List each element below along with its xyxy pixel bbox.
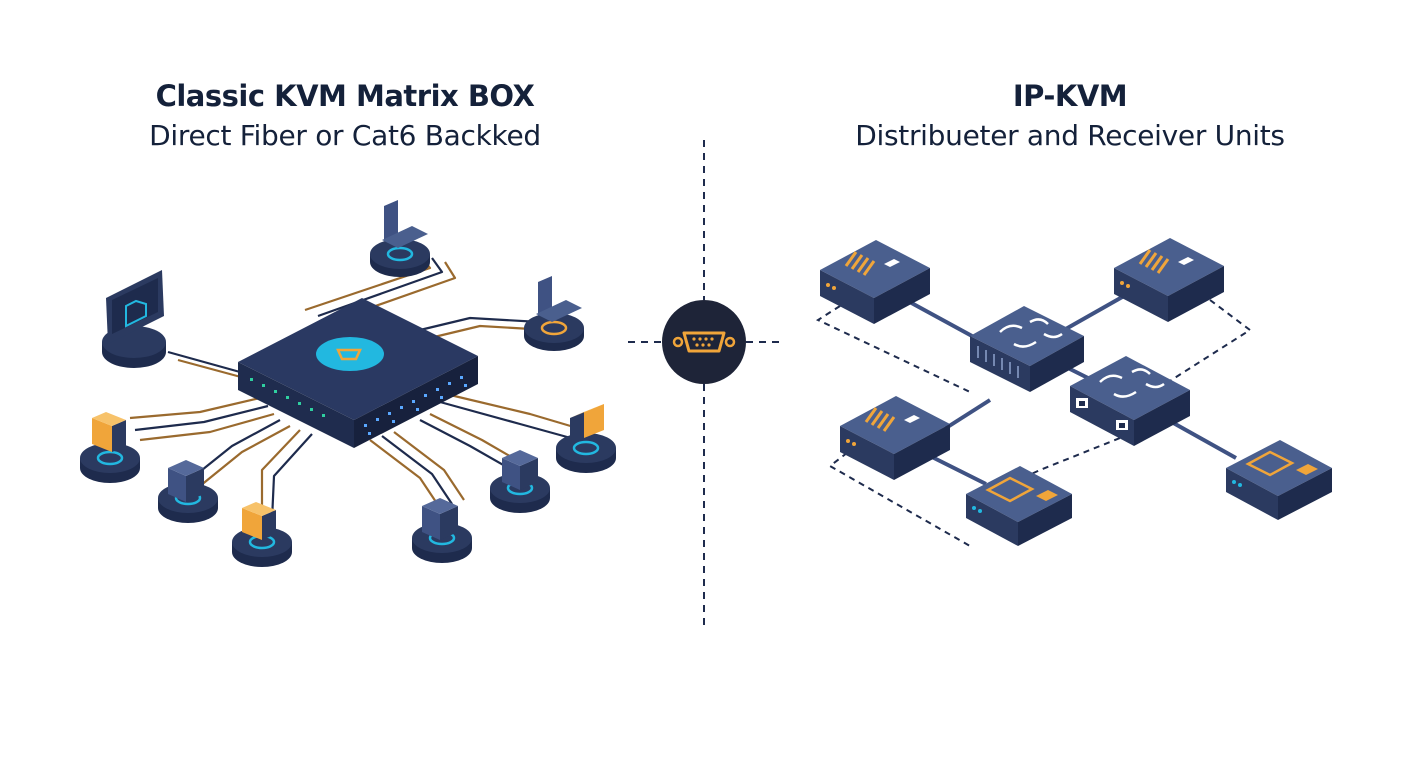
network-switch — [970, 306, 1084, 392]
left-panel-title: Classic KVM Matrix BOX — [155, 79, 535, 113]
center-divider — [628, 140, 780, 628]
monitor-icon — [102, 270, 166, 368]
server-endpoint-icon — [158, 460, 218, 523]
vga-connector-icon — [662, 300, 746, 384]
server-endpoint-icon — [490, 450, 550, 513]
right-panel-title: IP-KVM — [1012, 79, 1128, 113]
orange-endpoint-icon — [556, 404, 616, 473]
distributor-unit — [1114, 238, 1224, 322]
orange-endpoint-icon — [232, 502, 292, 567]
network-switch — [1070, 356, 1190, 446]
receiver-unit — [1226, 440, 1332, 520]
orange-endpoint-icon — [80, 412, 140, 483]
left-panel-heading: Classic KVM Matrix BOX Direct Fiber or C… — [90, 76, 600, 156]
workstation-chair-icon — [524, 276, 584, 351]
distributor-unit — [820, 240, 930, 324]
receiver-unit — [966, 466, 1072, 546]
server-endpoint-icon — [412, 498, 472, 563]
right-panel-heading: IP-KVM Distribueter and Receiver Units — [820, 76, 1320, 156]
left-panel-subtitle: Direct Fiber or Cat6 Backked — [149, 119, 541, 152]
workstation-chair-icon — [370, 200, 430, 277]
matrix-cables — [129, 254, 585, 521]
right-panel-subtitle: Distribueter and Receiver Units — [855, 119, 1285, 152]
distributor-unit — [840, 396, 950, 480]
kvm-matrix-box — [238, 298, 478, 448]
